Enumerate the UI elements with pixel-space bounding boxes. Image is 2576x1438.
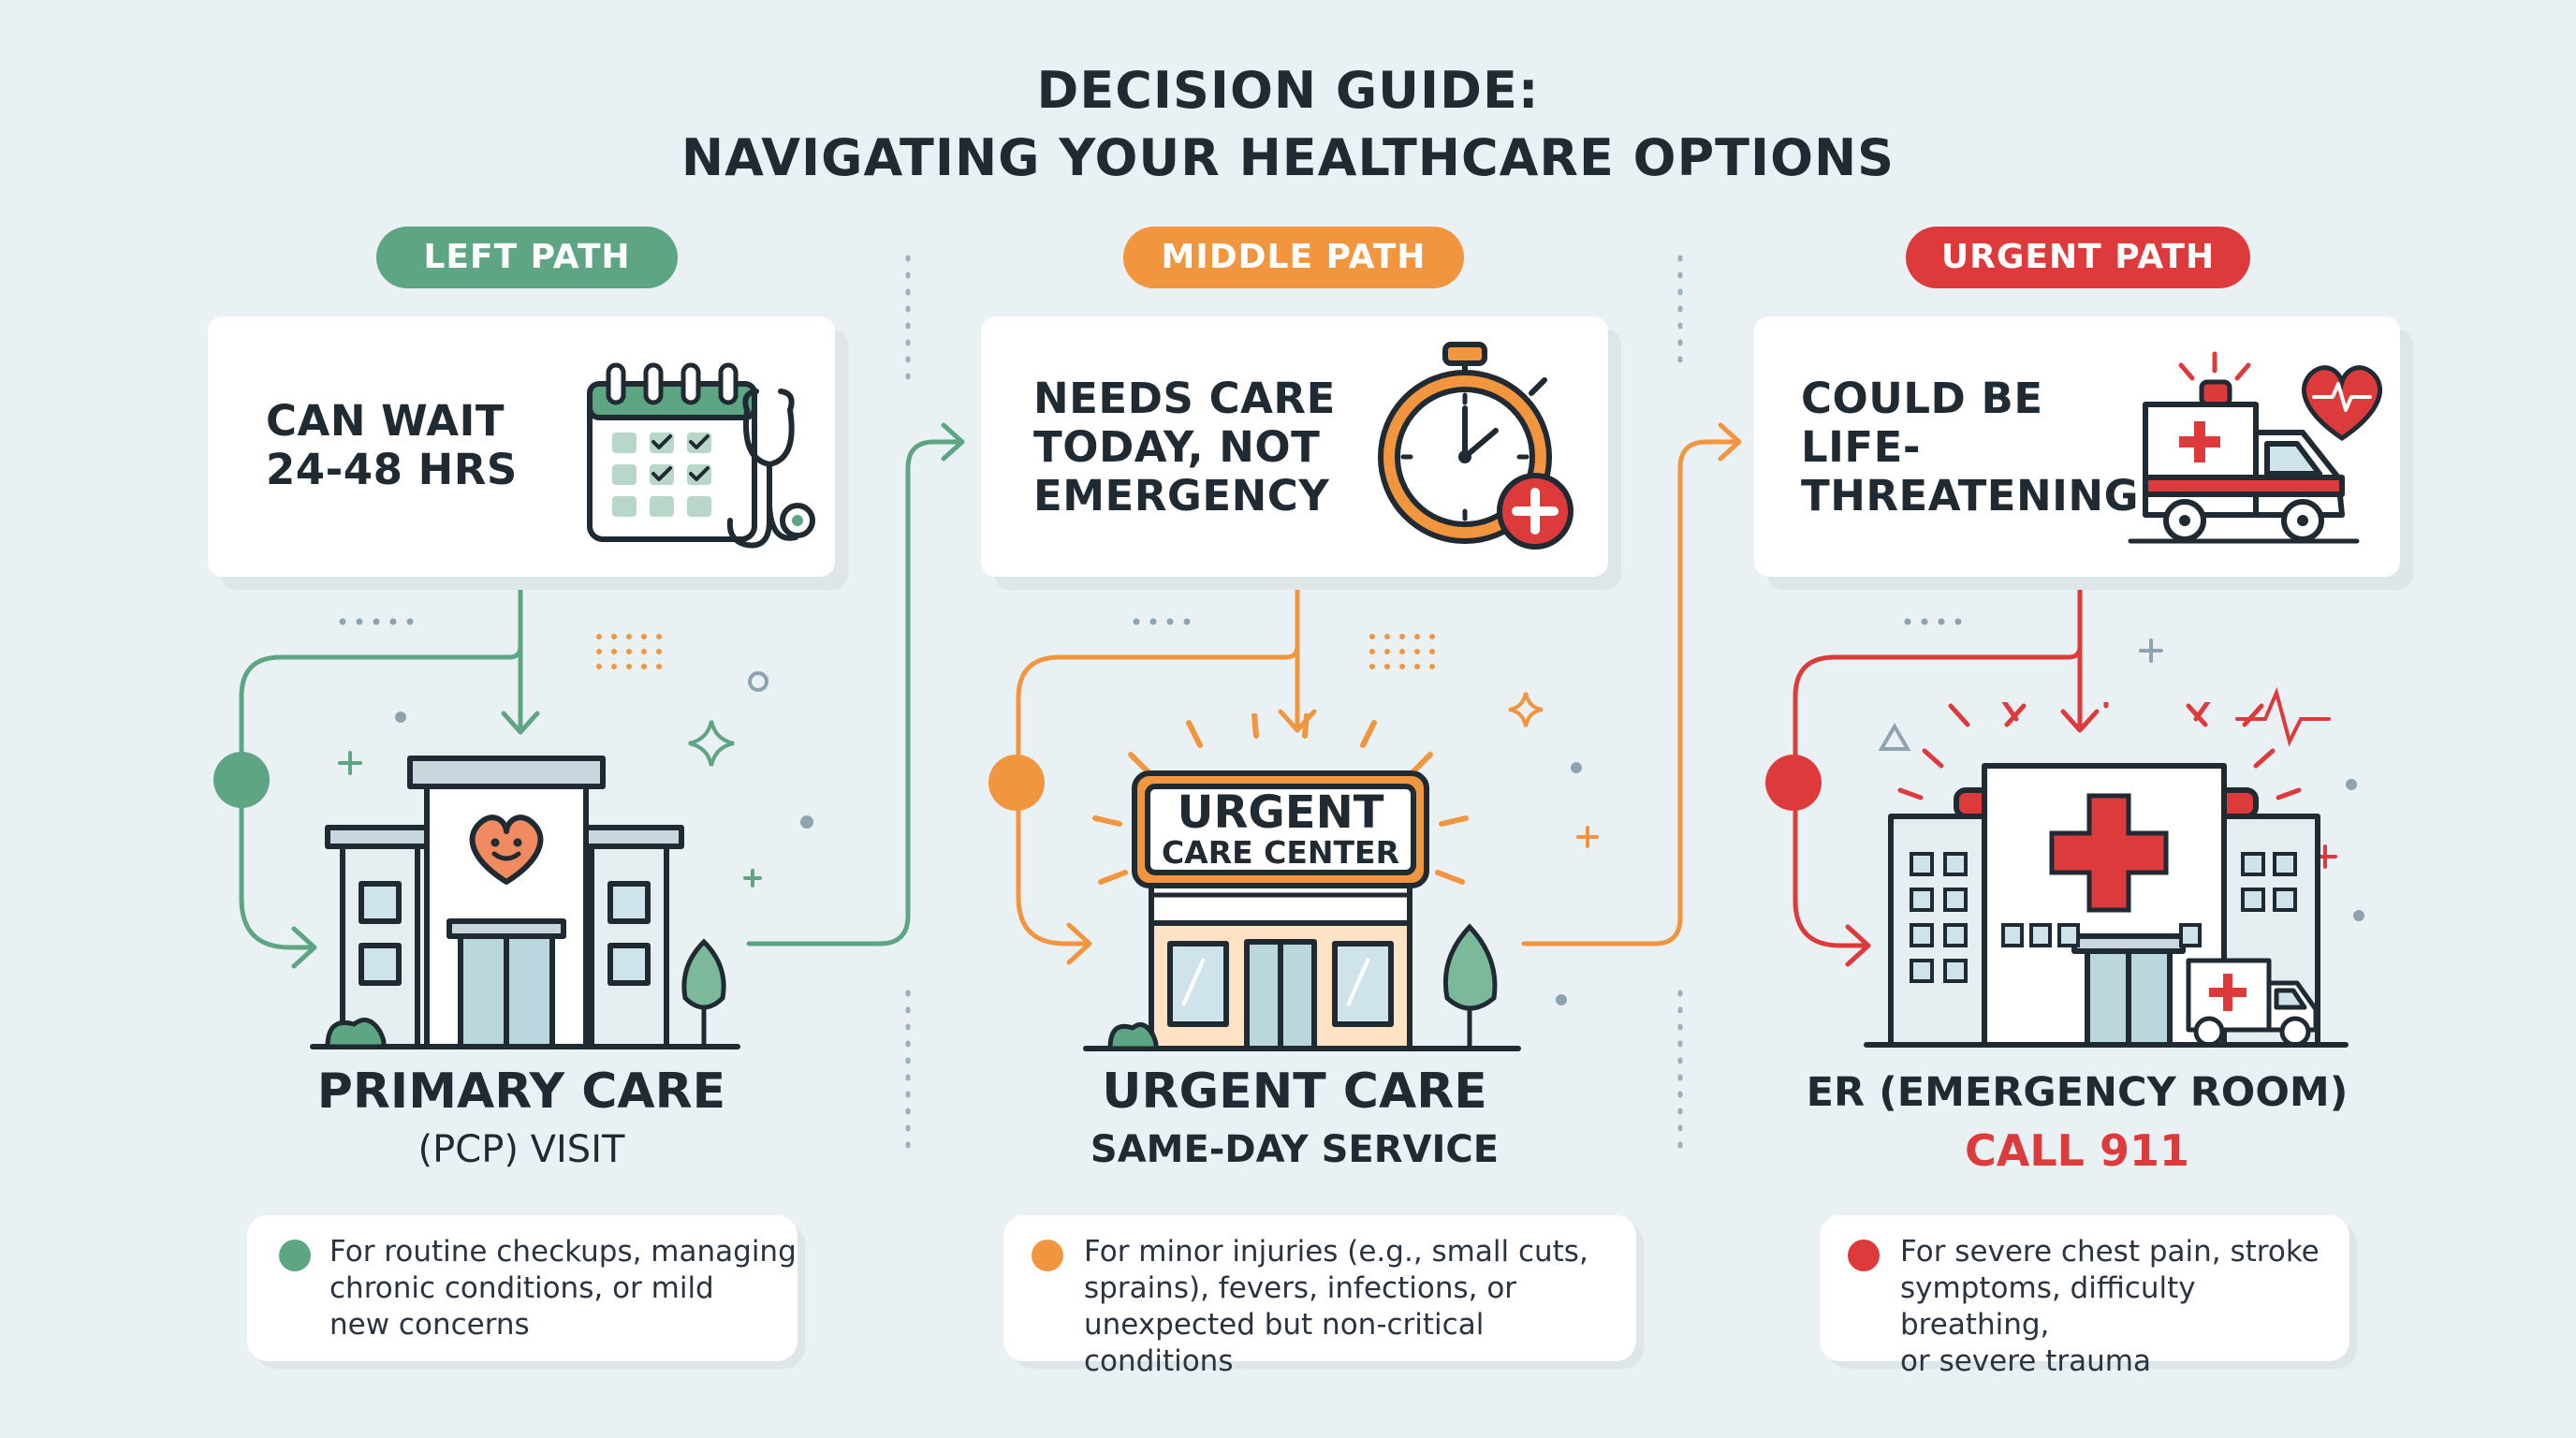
decorative-small-dots <box>395 712 2364 1005</box>
middle-path-node <box>988 755 1045 811</box>
ambulance-heart-icon <box>2128 351 2383 544</box>
urgent-note-text: For severe chest pain, stroke symptoms, … <box>1900 1235 2320 1378</box>
middle-note-card: For minor injuries (e.g., small cuts, sp… <box>1003 1215 1636 1378</box>
urgent-destination-title: ER (EMERGENCY ROOM) <box>1806 1069 2349 1116</box>
sparkle-decorations <box>338 638 2337 888</box>
urgent-sign-line-1: URGENT <box>1177 786 1383 839</box>
hospital-building-icon <box>1864 702 2349 1048</box>
calendar-stethoscope-icon <box>587 362 815 549</box>
urgent-condition-text: COULD BE LIFE- THREATENING <box>1801 374 2140 521</box>
left-path-pill: LEFT PATH <box>376 227 678 288</box>
urgent-condition-card: COULD BE LIFE- THREATENING <box>1754 316 2400 577</box>
left-note-bullet <box>279 1240 311 1271</box>
middle-destination-subtitle: SAME-DAY SERVICE <box>1090 1128 1500 1171</box>
middle-condition-text: NEEDS CARE TODAY, NOT EMERGENCY <box>1033 374 1336 521</box>
urgent-note-bullet <box>1848 1240 1880 1271</box>
urgent-note-card: For severe chest pain, stroke symptoms, … <box>1820 1215 2349 1378</box>
urgent-path-connector <box>1793 578 2100 967</box>
decorative-dots <box>339 618 1962 625</box>
middle-destination-title: URGENT CARE <box>1102 1064 1487 1120</box>
left-path-connector <box>239 422 965 969</box>
middle-condition-card: NEEDS CARE TODAY, NOT EMERGENCY <box>981 316 1608 577</box>
middle-note-bullet <box>1032 1240 1063 1271</box>
urgent-path-node <box>1765 755 1822 811</box>
stopwatch-icon <box>1378 342 1573 550</box>
urgent-destination-subtitle: CALL 911 <box>1964 1125 2190 1176</box>
clinic-building-icon <box>310 756 740 1049</box>
left-destination-title: PRIMARY CARE <box>316 1064 726 1120</box>
left-destination-subtitle: (PCP) VISIT <box>417 1128 625 1171</box>
middle-path-pill: MIDDLE PATH <box>1123 227 1464 288</box>
page-title-line-1: DECISION GUIDE: <box>1036 61 1540 120</box>
left-path-node <box>213 752 270 808</box>
urgent-sign-line-2: CARE CENTER <box>1162 834 1399 871</box>
left-condition-text: CAN WAIT 24-48 HRS <box>266 396 518 494</box>
middle-path-connector <box>1016 422 1742 965</box>
page-title-line-2: NAVIGATING YOUR HEALTHCARE OPTIONS <box>681 128 1895 187</box>
urgent-path-pill: URGENT PATH <box>1906 227 2250 288</box>
left-condition-card: CAN WAIT 24-48 HRS <box>208 316 835 577</box>
decorative-dot-grid <box>596 634 1435 669</box>
left-note-card: For routine checkups, managing chronic c… <box>247 1215 798 1361</box>
left-note-text: For routine checkups, managing chronic c… <box>329 1235 797 1342</box>
middle-note-text: For minor injuries (e.g., small cuts, sp… <box>1084 1235 1588 1378</box>
urgent-care-building-icon: URGENT CARE CENTER <box>1083 713 1521 1051</box>
